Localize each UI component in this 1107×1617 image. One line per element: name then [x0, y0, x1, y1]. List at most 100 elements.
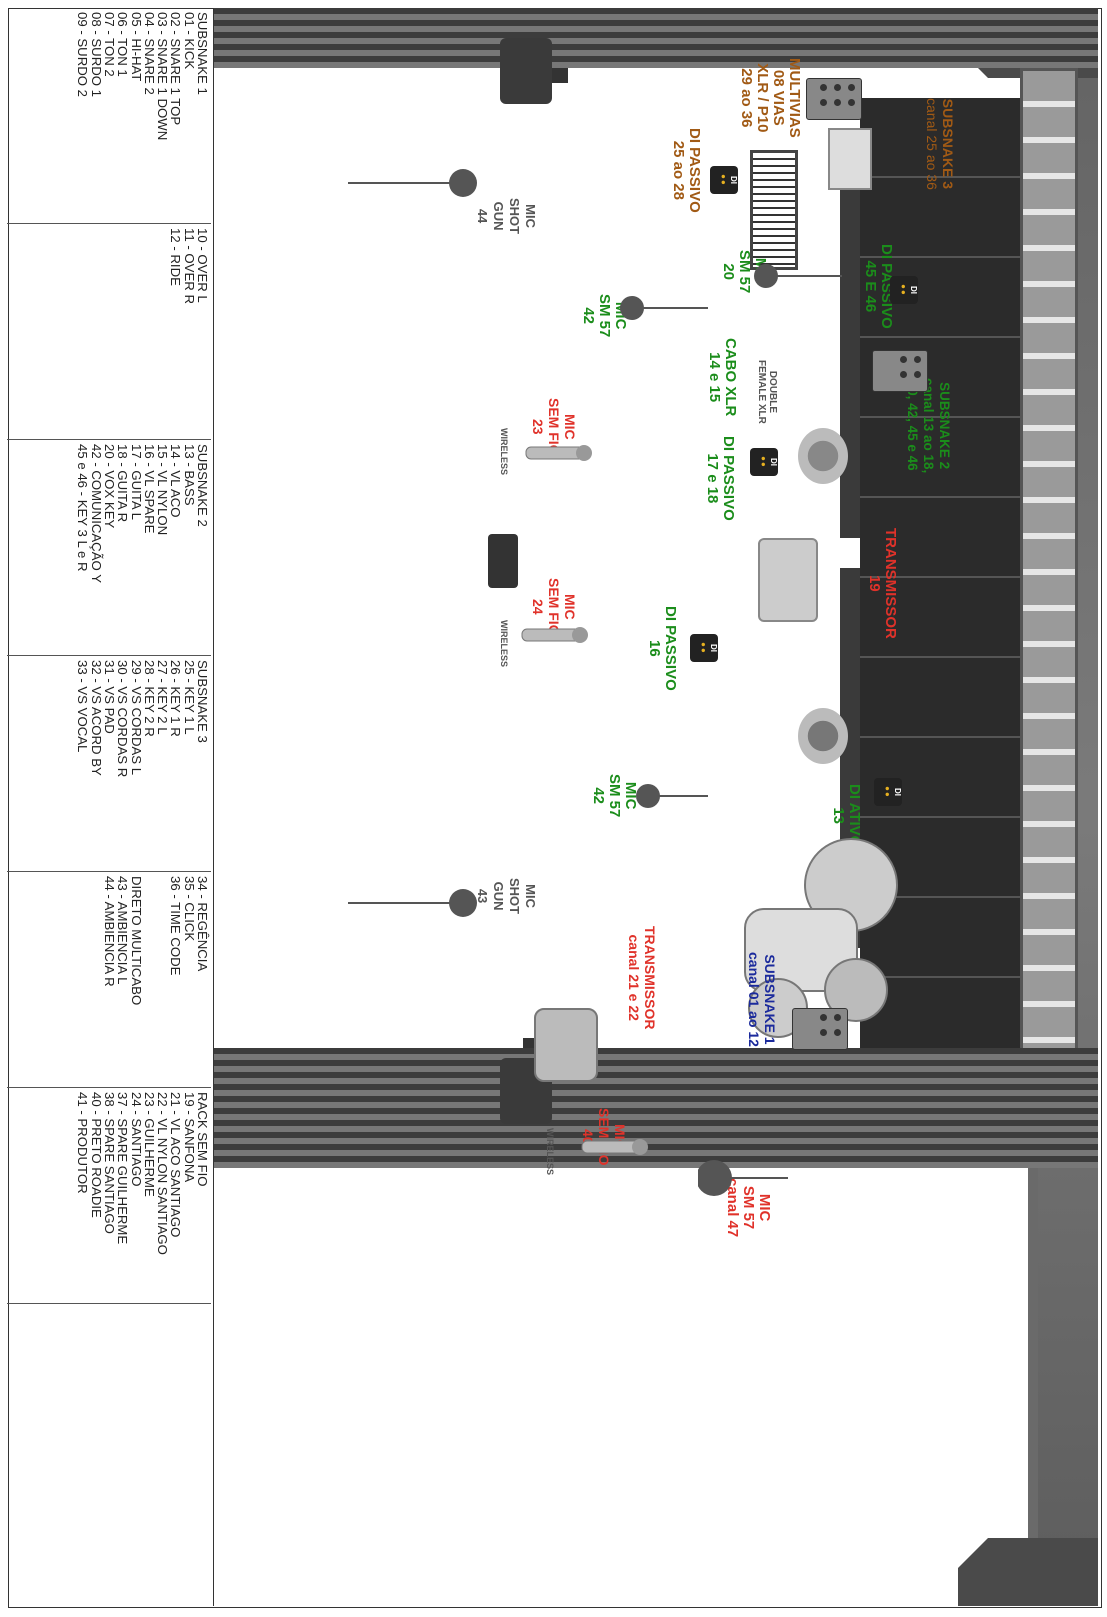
list-item: 15 - VL NYLON	[155, 444, 171, 536]
list-item: 34 - REGÊNCIA	[195, 876, 210, 972]
di-box-45: DI●●	[890, 276, 918, 304]
di-box-17: DI●●	[750, 448, 778, 476]
list-item: 36 - TIME CODE	[168, 876, 184, 976]
list-item: DIRETO MULTICABO	[128, 876, 144, 1006]
list-item: 05 - HI-HAT	[128, 12, 144, 82]
list-item: 38 - SPARE SANTIAGO	[101, 1092, 117, 1234]
list-item: 42 - COMUNICAÇÃO Y	[88, 444, 104, 583]
input-list-panel: SUBSNAKE 1 01 - KICK 02 - SNARE 1 TOP 03…	[6, 8, 214, 1606]
input-list-subsnake1: SUBSNAKE 1 01 - KICK 02 - SNARE 1 TOP 03…	[7, 8, 211, 224]
input-list-subsnake3: SUBSNAKE 3 25 - KEY 1 L 26 - KEY 1 R 27 …	[7, 656, 211, 872]
speaker-left	[500, 38, 552, 104]
list-item: 08 - SURDO 1	[88, 12, 104, 98]
list-item: 07 - TON 2	[101, 12, 117, 77]
wireless-mic-40	[581, 1139, 648, 1155]
di-box-13: DI●●	[874, 778, 902, 806]
list-item: 06 - TON 1	[115, 12, 131, 77]
list-item: 31 - VS PAD	[101, 660, 117, 734]
list-item: 01 - KICK	[181, 12, 197, 70]
list-item: 41 - PRODUTOR	[75, 1092, 91, 1194]
mic-sm57-47	[698, 1160, 788, 1196]
list-item: 23 - GUILHERME	[141, 1092, 157, 1197]
input-list-overheads: 10 - OVER L 11 - OVER R 12 - RIDE	[7, 224, 211, 440]
input-list-empty	[7, 1304, 211, 1604]
mic-sm57-20	[754, 264, 842, 288]
upstage-truss	[1020, 68, 1078, 1108]
list-item: 14 - VL ACO	[168, 444, 184, 518]
laptop	[828, 128, 872, 190]
list-item: 16 - VL SPARE	[141, 444, 157, 534]
list-item: 40 - PRETO ROADIE	[88, 1092, 104, 1218]
input-list-rack-sem-fio: RACK SEM FIO 19 - SANFONA 21 - VL ACO SA…	[7, 1088, 211, 1304]
list-item: 03 - SNARE 1 DOWN	[155, 12, 171, 141]
list-item: 22 - VL NYLON SANTIAGO	[155, 1092, 171, 1255]
list-item: 18 - GUITA R	[115, 444, 131, 523]
input-list-subsnake2: SUBSNAKE 2 13 - BASS 14 - VL ACO 15 - VL…	[7, 440, 211, 656]
guitar-stand	[534, 1008, 598, 1082]
mic-sm57-42b	[636, 784, 708, 808]
list-item: 35 - CLICK	[181, 876, 197, 942]
list-item: 26 - KEY 1 R	[168, 660, 184, 737]
list-item: 37 - SPARE GUILHERME	[115, 1092, 131, 1245]
list-item: 10 - OVER L	[195, 228, 210, 303]
list-item: 43 - AMBIENCIA L	[115, 876, 131, 985]
bassist	[798, 708, 848, 764]
input-list-direct: 34 - REGÊNCIA 35 - CLICK 36 - TIME CODE …	[7, 872, 211, 1088]
list-item: 19 - SANFONA	[181, 1092, 197, 1183]
list-item: 44 - AMBIENCIA R	[101, 876, 117, 987]
subsnake3-box	[806, 78, 862, 120]
list-item: 04 - SNARE 2	[141, 12, 157, 95]
list-item: 29 - VS CORDAS L	[128, 660, 144, 776]
list-item	[156, 876, 169, 1083]
list-item: 17 - GUITA L	[128, 444, 144, 520]
subsnake1-box	[792, 1008, 848, 1050]
list-item: 32 - VS ACORD BY	[88, 660, 104, 776]
label-wireless-23: WIRELESS	[499, 428, 509, 476]
curtain-stage-right	[214, 1048, 1098, 1168]
list-item: 11 - OVER R	[181, 228, 197, 304]
di-box-25: DI●●	[710, 166, 738, 194]
list-item: RACK SEM FIO	[195, 1092, 210, 1187]
di-box-16: DI●●	[690, 634, 718, 662]
wireless-mic-23	[525, 445, 592, 461]
list-item: 27 - KEY 2 L	[155, 660, 171, 735]
list-item: SUBSNAKE 3	[195, 660, 210, 743]
list-item: 13 - BASS	[181, 444, 197, 506]
list-item: 45 e 46 - KEY 3 L e R	[75, 444, 91, 572]
list-item: 33 - VS VOCAL	[75, 660, 91, 753]
list-item	[143, 876, 156, 1083]
shotgun-mic-43	[348, 889, 477, 917]
wireless-mic-24	[521, 627, 588, 643]
in-ear-pack-24	[488, 534, 518, 588]
list-item: 24 - SANTIAGO	[128, 1092, 144, 1187]
label-wireless-40: WIRELESS	[545, 1128, 555, 1176]
list-item: 02 - SNARE 1 TOP	[168, 12, 184, 126]
list-item: 20 - VOX KEY	[101, 444, 117, 529]
mic-sm57-42a	[620, 296, 708, 320]
list-item: SUBSNAKE 2	[195, 444, 210, 527]
guitarist-1	[798, 428, 848, 484]
list-item: 28 - KEY 2 R	[141, 660, 157, 737]
transmitter-19	[758, 538, 818, 622]
subsnake2-box	[872, 350, 928, 392]
list-item: 21 - VL ACO SANTIAGO	[168, 1092, 184, 1238]
side-curtain-right	[958, 1538, 1098, 1606]
list-item: 09 - SURDO 2	[75, 12, 91, 98]
list-item: 25 - KEY 1 L	[181, 660, 197, 735]
curtain-stage-left	[214, 8, 1098, 68]
shotgun-mic-44	[348, 169, 477, 197]
list-item: 30 - VS CORDAS R	[115, 660, 131, 778]
